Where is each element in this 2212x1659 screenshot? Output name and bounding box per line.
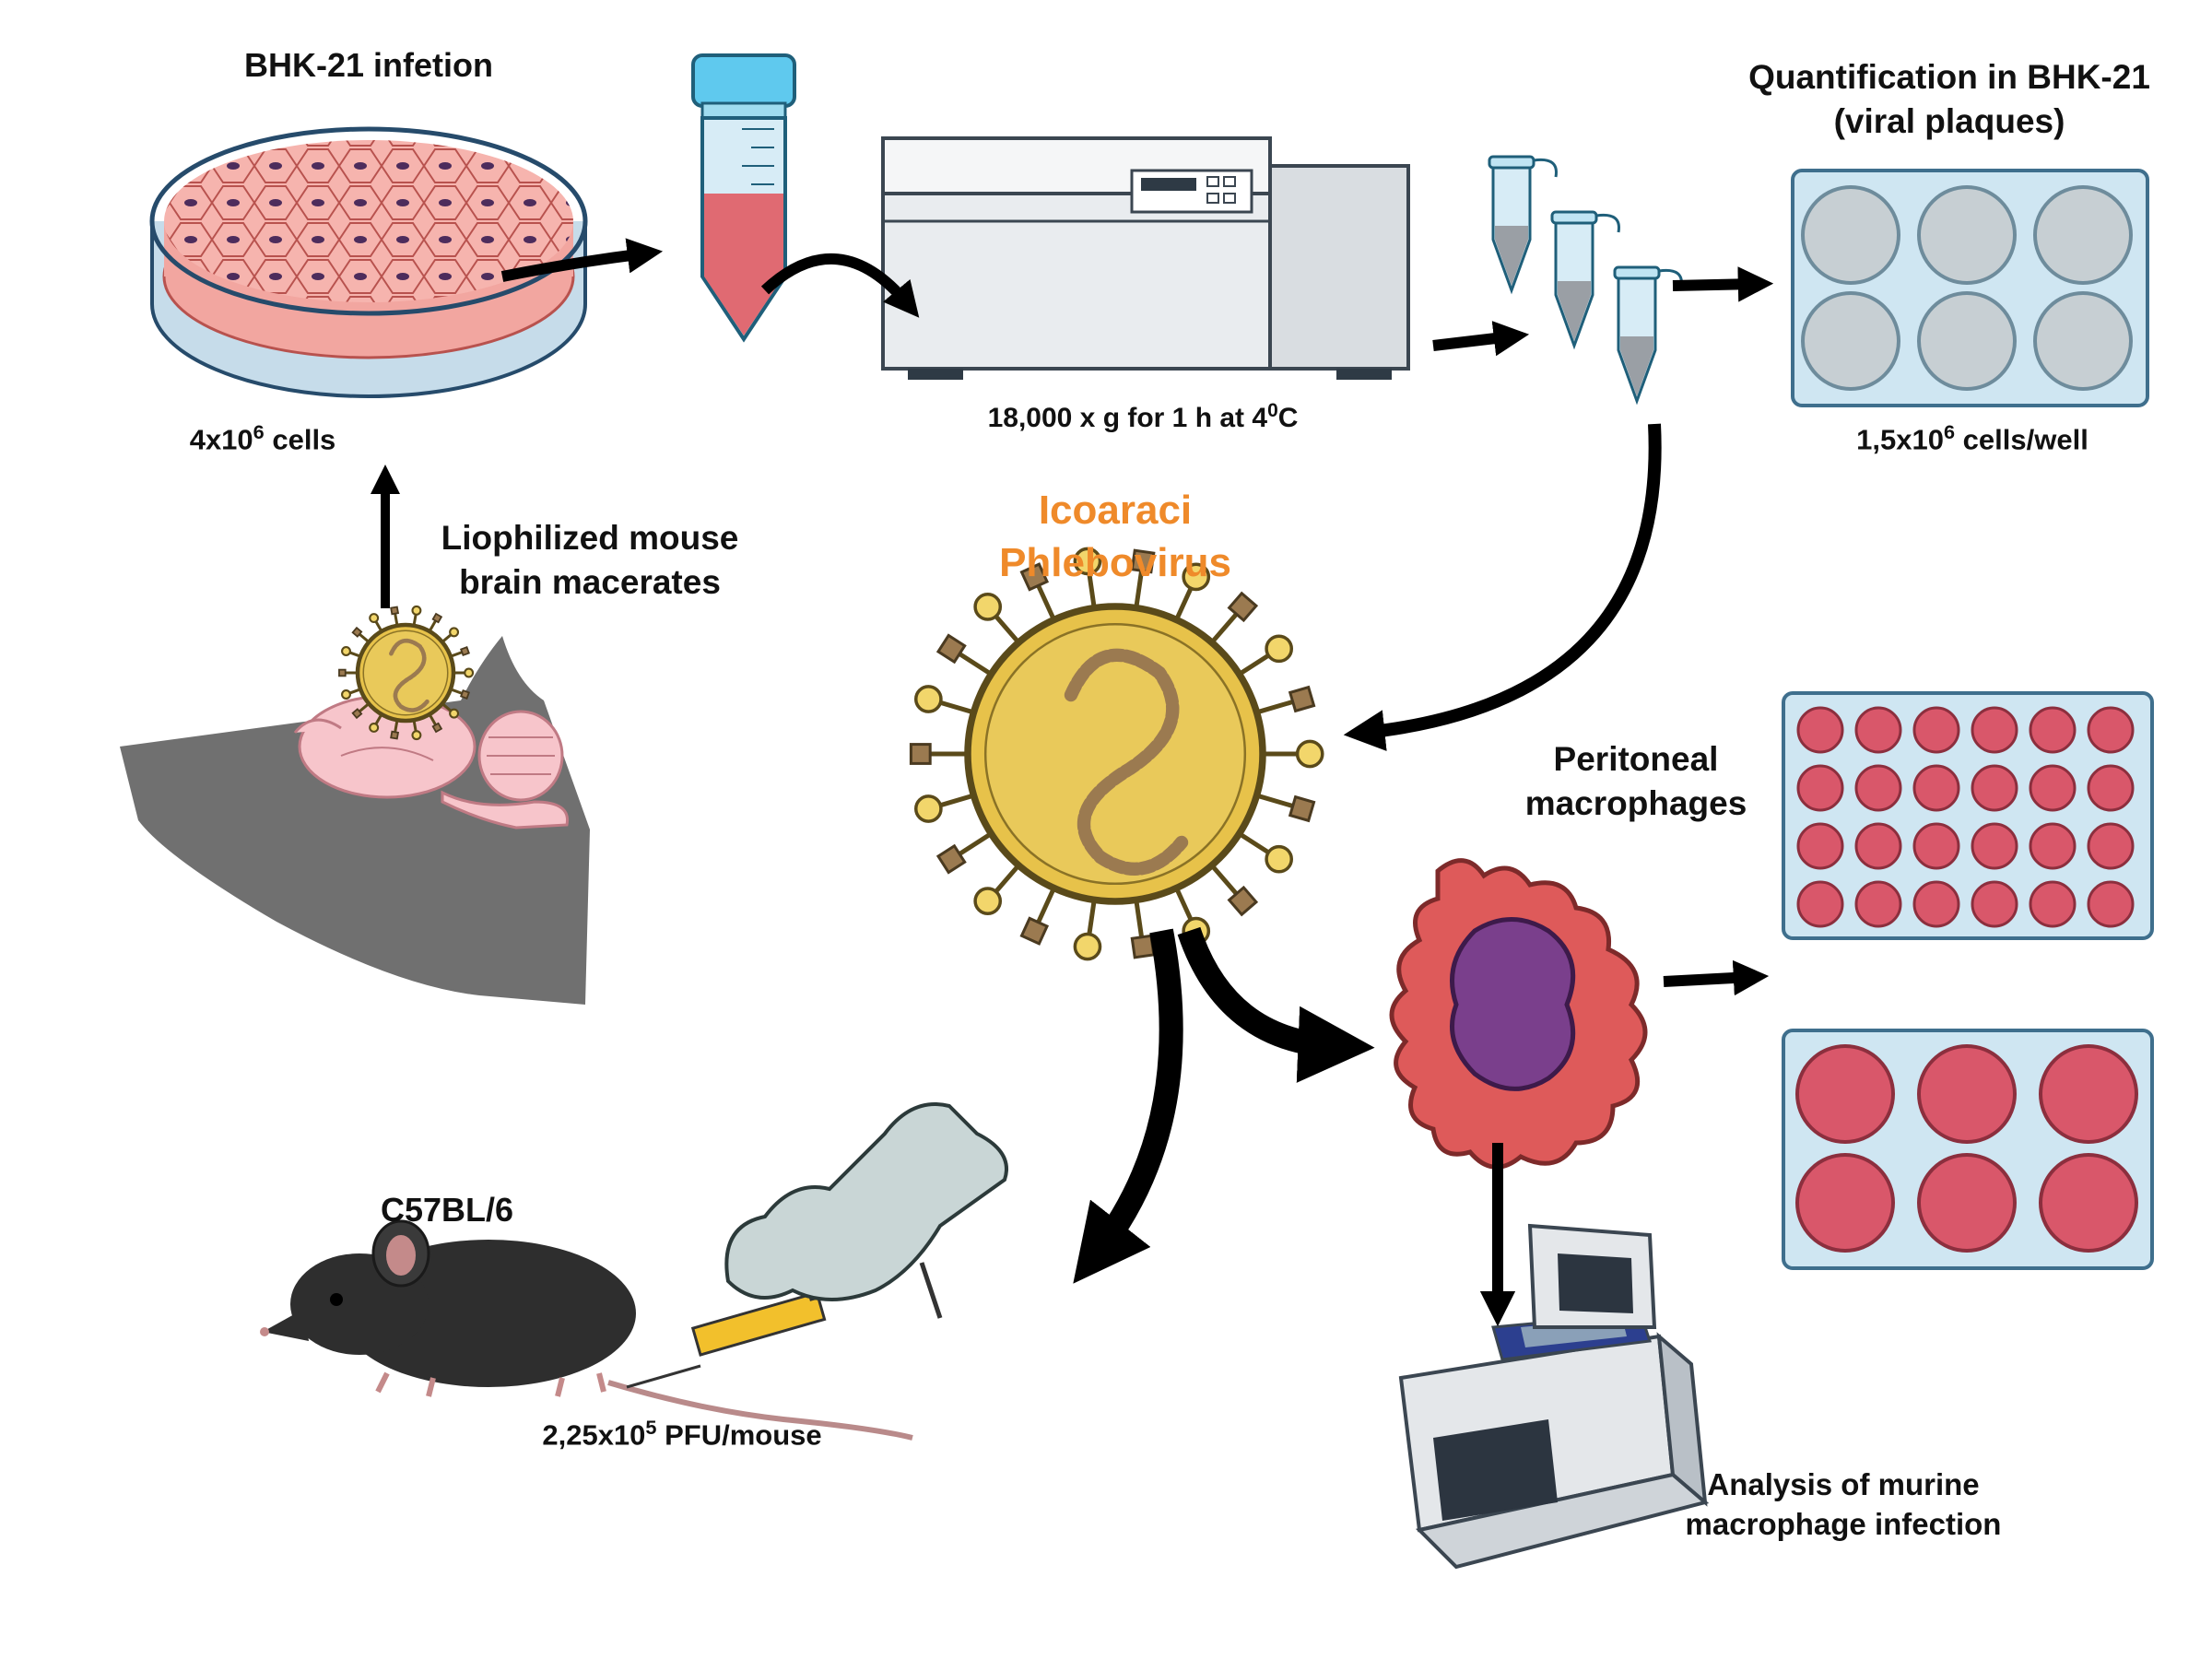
macrophages-line2: macrophages bbox=[1524, 784, 1747, 823]
falcon-tube-icon bbox=[691, 53, 796, 343]
quantification-line1: Quantification in BHK-21 bbox=[1748, 58, 2150, 96]
mouse-strain-label: C57BL/6 bbox=[380, 1191, 514, 1229]
arrow-virus-to-mouse bbox=[1073, 928, 1183, 1284]
gloved-hand-syringe-icon bbox=[626, 1102, 1008, 1389]
virus-name-line1: Icoaraci bbox=[1038, 488, 1193, 533]
arrow-tubes-to-plate bbox=[1672, 266, 1774, 302]
cell-count-exp: 6 bbox=[253, 420, 265, 443]
well-count-exp: 6 bbox=[1944, 420, 1956, 443]
brain-icon bbox=[293, 694, 570, 830]
arrow-virus-to-macrophage bbox=[1177, 926, 1375, 1083]
virus-name-line2: Phlebovirus bbox=[999, 540, 1231, 586]
thermocycler-icon bbox=[1398, 1223, 1710, 1570]
bhk-infection-label: BHK-21 infetion bbox=[244, 46, 493, 84]
centrifuge-label: 18,000 x g for 1 h at 40C bbox=[931, 398, 1355, 436]
virus-icon bbox=[909, 547, 1324, 961]
centrifuge-exp: 0 bbox=[1267, 400, 1278, 421]
mouse-icon bbox=[260, 1219, 913, 1441]
well-count-base: 1,5x10 bbox=[1856, 423, 1944, 456]
arrow-centrifuge-to-tubes bbox=[1432, 321, 1530, 357]
well-count-label: 1,5x106 cells/well bbox=[1806, 419, 2138, 459]
cell-count-unit: cells bbox=[264, 423, 336, 456]
arrow-tube-to-centrifuge bbox=[760, 253, 920, 318]
dose-unit: PFU/mouse bbox=[656, 1418, 822, 1452]
centrifuge-unit: C bbox=[1277, 403, 1299, 433]
macrophages-line1: Peritoneal bbox=[1553, 740, 1719, 778]
virus-icon bbox=[338, 605, 475, 741]
brain-macerates-line1: Liophilized mouse bbox=[441, 519, 739, 557]
centrifuge-text: 18,000 x g for 1 h at 4 bbox=[987, 403, 1268, 433]
petri-dish-icon bbox=[149, 126, 588, 398]
mouse-head-silhouette-icon bbox=[120, 636, 590, 1005]
arrows bbox=[370, 238, 1774, 1327]
analysis-line1: Analysis of murine bbox=[1707, 1467, 1980, 1501]
arrow-tubes-to-virus bbox=[1343, 423, 1662, 751]
well-count-unit: cells/well bbox=[1955, 423, 2088, 456]
centrifuge-icon bbox=[881, 136, 1410, 380]
six-well-plate-icon bbox=[1782, 1029, 2154, 1270]
twentyfour-well-plate-icon bbox=[1782, 691, 2154, 940]
dose-label: 2,25x105 PFU/mouse bbox=[498, 1415, 866, 1454]
macrophages-label: Peritoneal macrophages bbox=[1484, 737, 1788, 826]
macrophage-icon bbox=[1389, 858, 1648, 1170]
arrow-dish-to-tube bbox=[500, 238, 664, 282]
quantification-label: Quantification in BHK-21 (viral plaques) bbox=[1710, 55, 2189, 144]
brain-macerates-label: Liophilized mouse brain macerates bbox=[396, 516, 783, 605]
analysis-label: Analysis of murine macrophage infection bbox=[1659, 1465, 2028, 1545]
dose-exp: 5 bbox=[645, 1416, 657, 1439]
brain-macerates-line2: brain macerates bbox=[459, 563, 721, 602]
microtube-icon bbox=[1488, 155, 1683, 406]
six-well-plate-icon bbox=[1791, 169, 2149, 407]
dose-base: 2,25x10 bbox=[542, 1418, 646, 1452]
virus-name-label: Icoaraci Phlebovirus bbox=[977, 484, 1253, 589]
cell-count-base: 4x10 bbox=[189, 423, 253, 456]
arrow-macrophage-to-plates bbox=[1663, 959, 1770, 996]
cell-count-label: 4x106 cells bbox=[147, 419, 378, 459]
quantification-line2: (viral plaques) bbox=[1833, 102, 2065, 141]
analysis-line2: macrophage infection bbox=[1685, 1506, 2002, 1541]
